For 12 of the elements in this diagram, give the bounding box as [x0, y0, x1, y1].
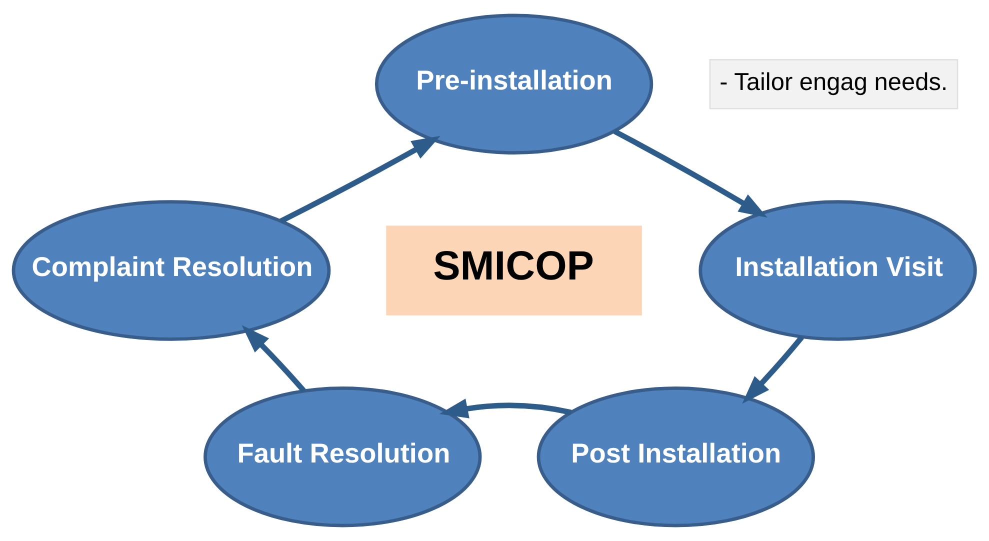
node-ellipse: Post Installation	[536, 386, 815, 528]
arrow	[613, 128, 768, 218]
node-ellipse: Pre-installation	[374, 14, 654, 155]
arrow	[742, 335, 804, 404]
arrow	[242, 325, 306, 393]
label: - Tailor engag needs.	[720, 69, 948, 96]
arrow	[280, 136, 440, 224]
arrow	[439, 398, 572, 418]
node-ellipse: Installation Visit	[698, 200, 977, 341]
node-ellipse: Complaint Resolution	[12, 200, 331, 341]
node-ellipse: Fault Resolution	[204, 386, 482, 528]
node-box: SMICOP	[386, 226, 642, 316]
